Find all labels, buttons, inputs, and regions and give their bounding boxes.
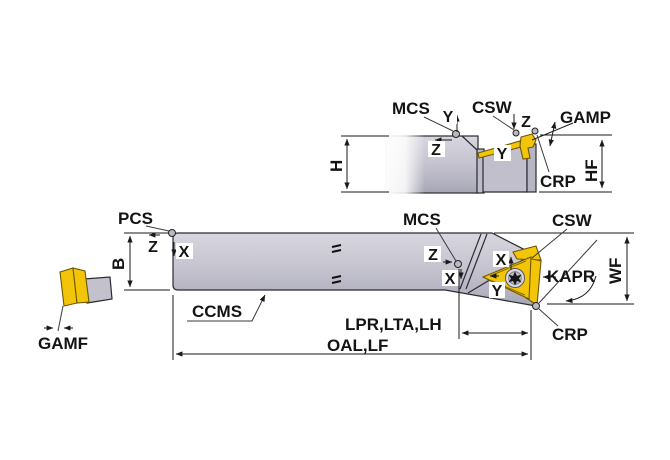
csw-top-y-label: Y (497, 146, 508, 163)
top-view-chamfer-edge (461, 135, 478, 151)
crp-main-label: CRP (552, 325, 588, 344)
crp-top-label: CRP (540, 172, 576, 191)
mcs-top-y-label: Y (443, 109, 454, 126)
kapr-angle-arc (565, 275, 597, 304)
csw-main-label: CSW (552, 211, 593, 230)
mcs-main-z-box (424, 246, 441, 262)
gamf-label: GAMF (38, 334, 88, 353)
pcs-x-label: X (179, 244, 190, 261)
screw-torx-socket (508, 271, 522, 286)
mcs-top-origin (452, 130, 460, 138)
gamp-label: GAMP (560, 108, 611, 127)
csw-top-origin (512, 129, 520, 137)
csw-top-label: CSW (472, 98, 513, 117)
csw-main-y-label: Y (492, 283, 503, 300)
csw-top-leader (492, 115, 515, 131)
detail-insert-back (72, 267, 90, 304)
mcs-main-leader (435, 227, 457, 262)
lpr-dim-label: LPR,LTA,LH (345, 315, 442, 334)
wf-dim-label: WF (606, 258, 625, 284)
mcs-main-origin (454, 260, 462, 268)
mcs-top-y-box (440, 108, 457, 124)
shank-break-marks (331, 244, 342, 284)
pcs-z-label: Z (148, 239, 158, 256)
mcs-top-z-box (428, 141, 445, 157)
crp-main-point (532, 302, 540, 310)
crp-top-point (531, 127, 539, 135)
mcs-main-label: MCS (403, 210, 441, 229)
mcs-top-leader (423, 116, 454, 132)
crp-top-leader (536, 134, 550, 173)
main-view-body (172, 232, 540, 307)
main-view: B WF KAPR CRP CCMS Z X PCS Z X (109, 209, 634, 360)
clamp-screw (505, 268, 525, 288)
gamp-angle-arrows (548, 121, 557, 147)
head-facet-line-1 (459, 233, 482, 290)
hf-dim-label: HF (582, 159, 601, 182)
kapr-label: KAPR (547, 267, 595, 286)
oal-dim-label: OAL,LF (327, 336, 388, 355)
ccms-leader (187, 294, 266, 322)
top-view: H HF GAMP CRP Y Z MCS Z Y CSW (327, 98, 612, 200)
crp-main-leader (538, 308, 559, 327)
mcs-main-x-label: X (445, 271, 456, 288)
pcs-x-box (176, 243, 193, 259)
csw-top-z-label: Z (521, 114, 531, 131)
csw-main-y-box (489, 282, 505, 298)
b-dim-label: B (109, 258, 128, 270)
h-dim-label: H (327, 160, 346, 172)
kapr-edge-extension (538, 239, 598, 304)
mcs-top-label: MCS (392, 99, 430, 118)
insert-detail-view: GAMF (38, 267, 113, 353)
mcs-main-x-box (442, 270, 459, 286)
csw-top-y-box (494, 145, 511, 161)
pcs-origin (168, 229, 176, 237)
ccms-label: CCMS (192, 302, 242, 321)
pcs-leader (145, 225, 170, 232)
head-facet-line-2 (465, 233, 488, 290)
pcs-label: PCS (118, 209, 153, 228)
csw-main-x-label: X (496, 252, 507, 269)
mcs-main-z-label: Z (428, 247, 438, 264)
mcs-top-z-label: Z (431, 142, 441, 159)
gamf-flank-line (57, 305, 64, 332)
csw-main-x-box (493, 251, 509, 267)
top-view-insert-tip (519, 133, 537, 160)
shank-break-fade (381, 128, 425, 200)
csw-main-leader (531, 228, 568, 259)
